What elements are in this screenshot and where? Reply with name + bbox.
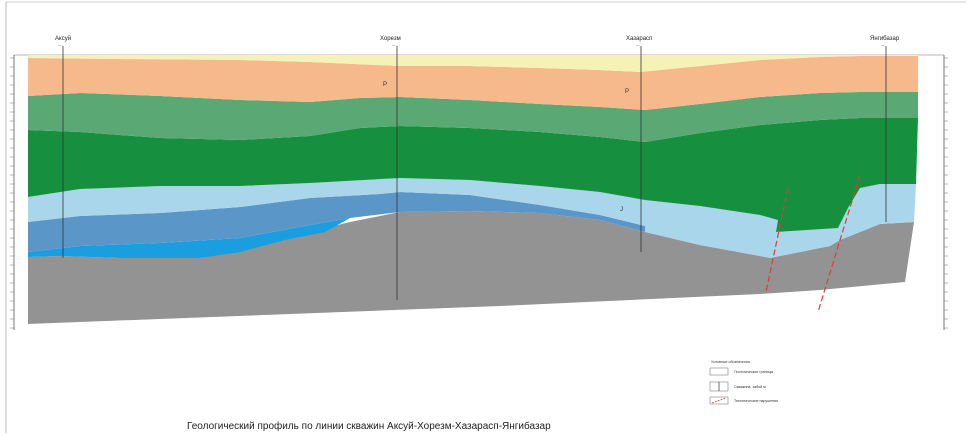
- layer-symbol: P: [383, 82, 387, 88]
- mid-blue-layer: [28, 192, 645, 252]
- legend-swatch-boundary: [709, 367, 729, 376]
- well-depth-label: —: [881, 43, 885, 47]
- well-label: Янгибазар: [870, 36, 900, 42]
- paleogene-layer: [28, 56, 918, 110]
- layer-symbol: J: [620, 207, 623, 213]
- depth-ticks: [10, 57, 948, 329]
- light-blue-layer: [28, 178, 916, 258]
- legend: Условные обозначения Геологические грани…: [709, 360, 778, 405]
- basement-layer: [28, 211, 914, 324]
- well-label: Хорезм: [380, 36, 401, 42]
- quaternary-lens: [540, 55, 760, 72]
- legend-title: Условные обозначения: [711, 360, 750, 364]
- well-aksuy: Аксуй —: [55, 35, 71, 258]
- well-yangibazar: Янгибазар —: [870, 36, 900, 222]
- fault-line-2: [817, 174, 861, 313]
- well-depth-label: —: [636, 43, 640, 47]
- bright-blue-layer: [28, 218, 350, 258]
- main-green-layer: [28, 118, 918, 232]
- well-khazarasp: Хазарасп —: [626, 36, 652, 252]
- well-depth-label: —: [58, 43, 62, 47]
- well-depth-label: —: [392, 43, 396, 47]
- well-khorezm: Хорезм —: [380, 36, 401, 300]
- figure-caption: Геологический профиль по линии скважин А…: [187, 420, 551, 432]
- legend-item: Геологические границы: [734, 370, 774, 374]
- well-label: Хазарасп: [626, 36, 652, 42]
- legend-item: Тектонические нарушения: [734, 399, 778, 403]
- upper-green-layer: [28, 92, 918, 142]
- well-label: Аксуй: [55, 35, 71, 42]
- legend-item: Скважина, забой м: [734, 385, 766, 389]
- layer-symbol: P: [625, 89, 629, 95]
